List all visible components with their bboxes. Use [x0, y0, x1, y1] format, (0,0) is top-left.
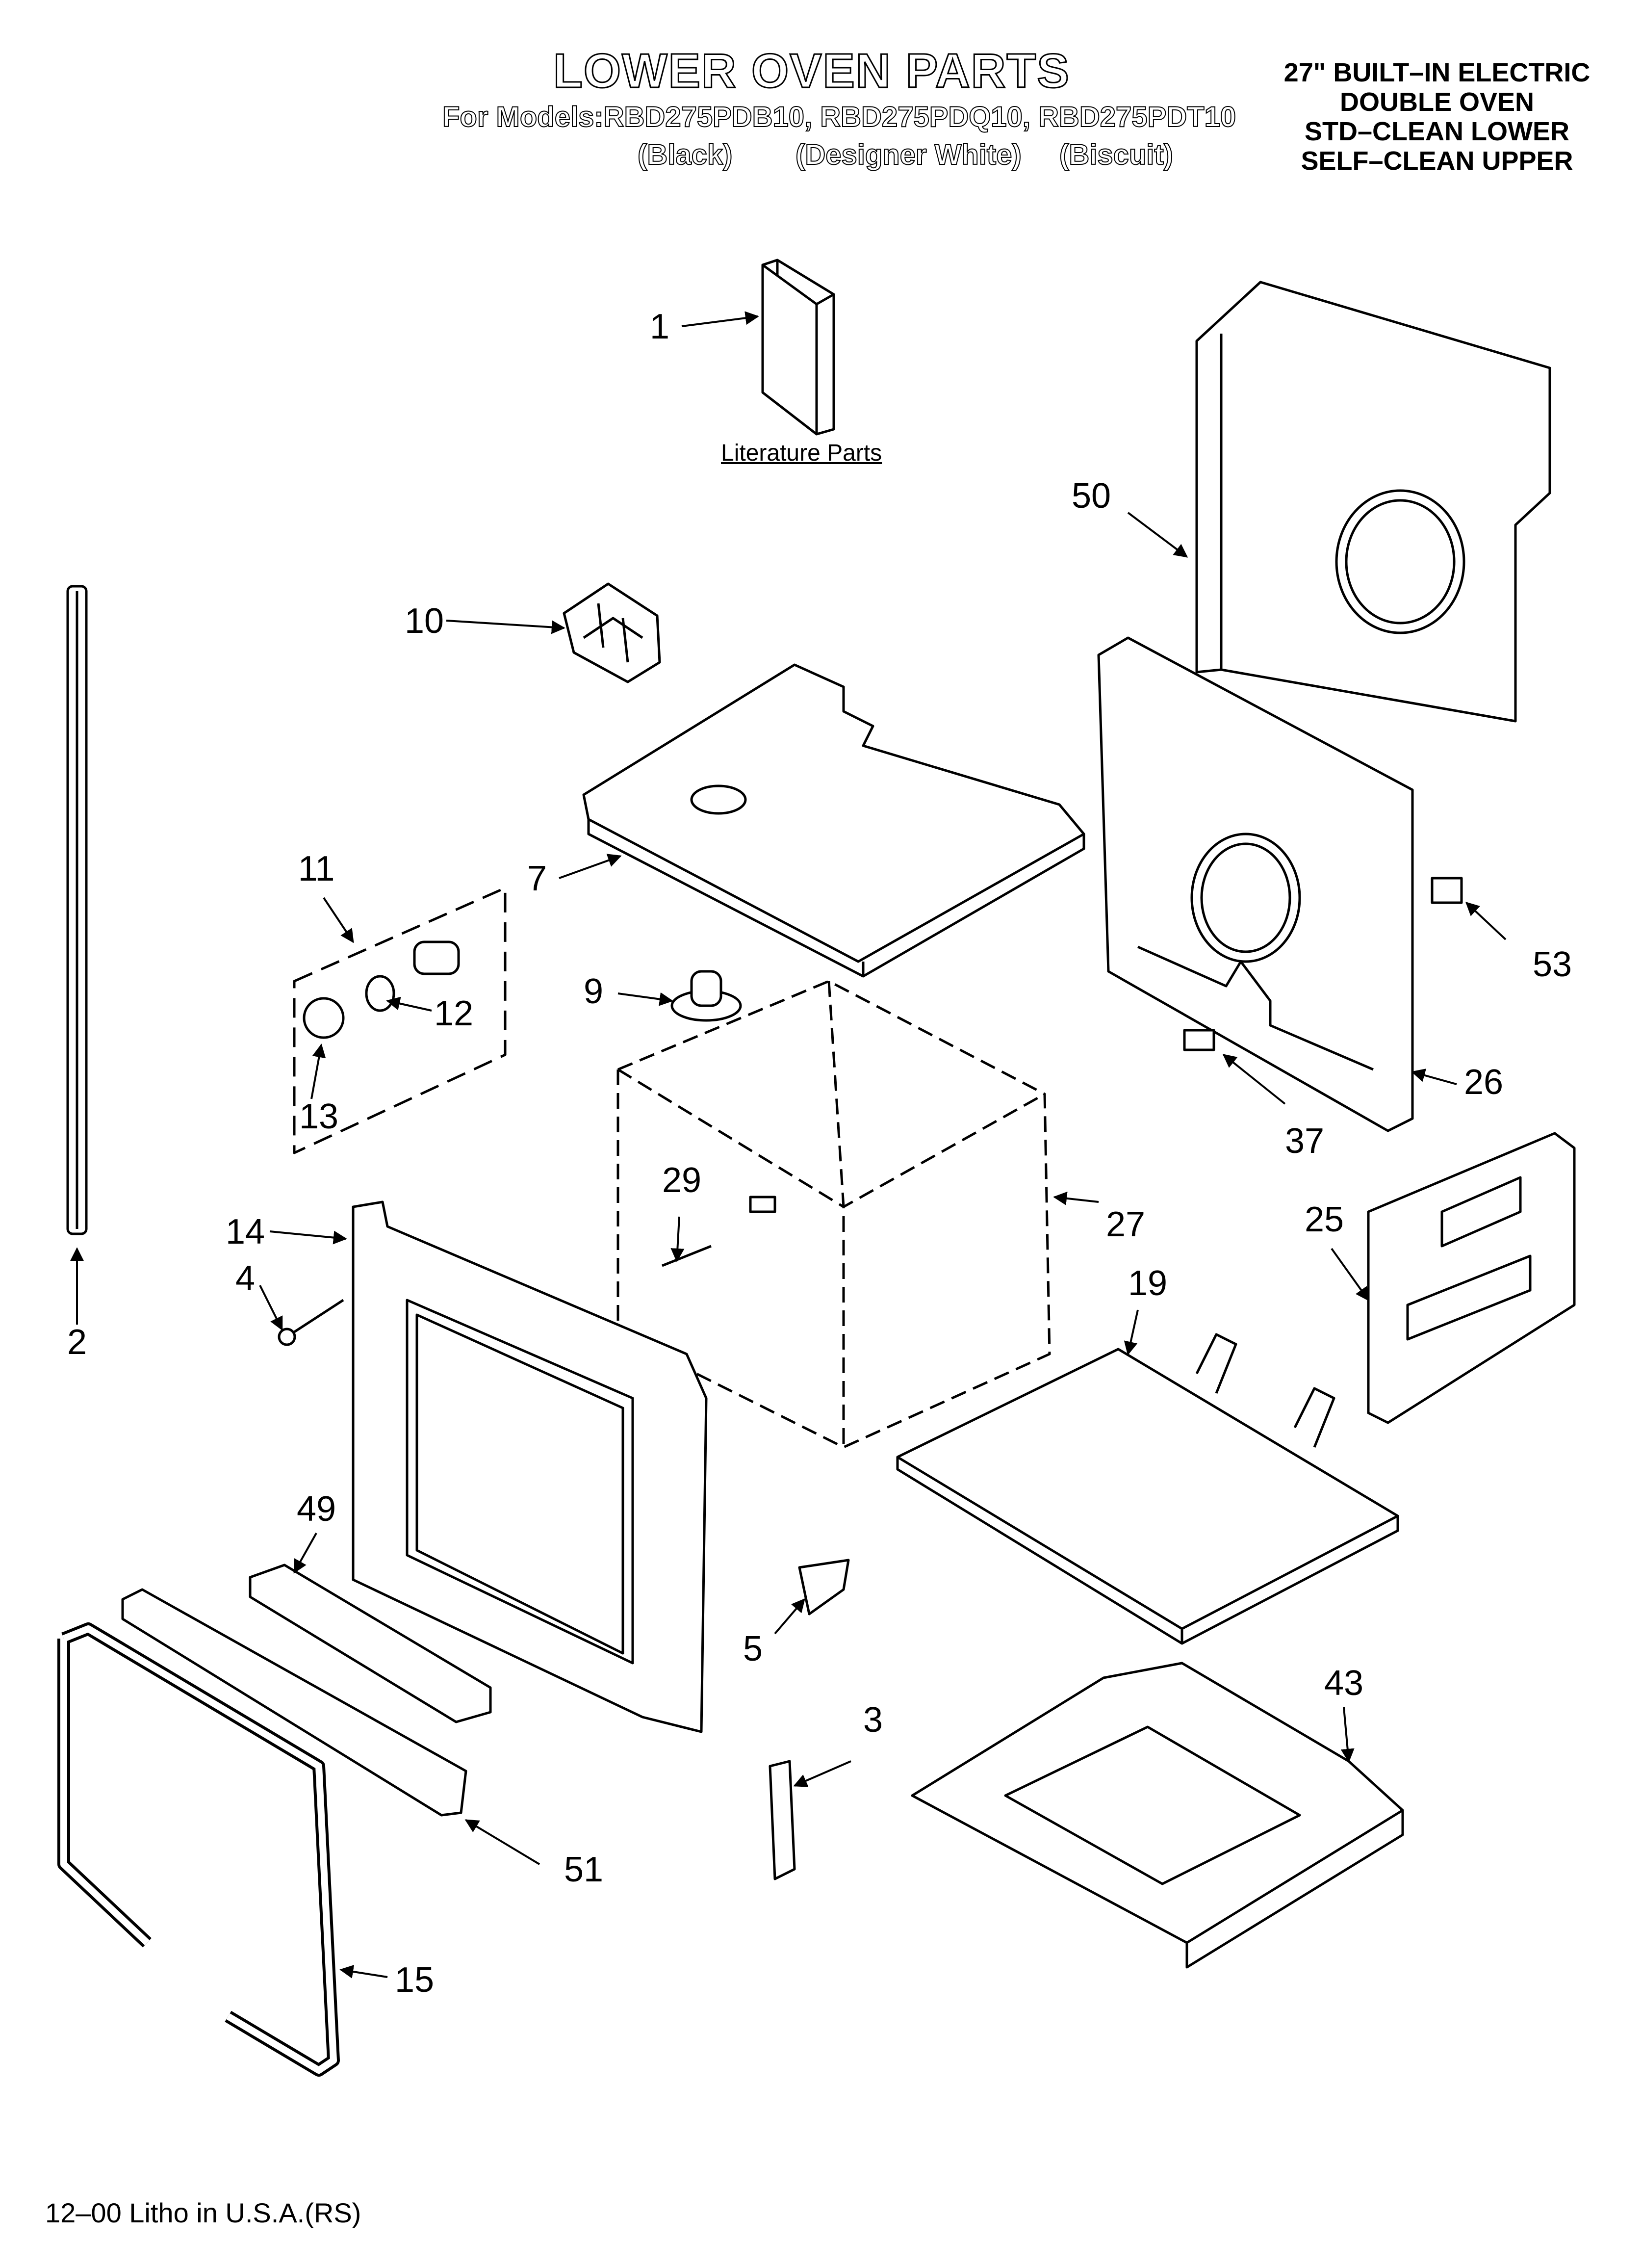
- callout-9: 9: [584, 972, 603, 1011]
- callout-5: 5: [743, 1629, 763, 1668]
- callout-50: 50: [1072, 476, 1111, 516]
- callout-10: 10: [405, 601, 444, 641]
- part-2-side-trim: [66, 585, 88, 1235]
- callout-51: 51: [564, 1850, 603, 1889]
- part-3-bracket: [769, 1760, 796, 1880]
- variant-designer-white: (Designer White): [795, 138, 1022, 171]
- callout-37: 37: [1285, 1121, 1324, 1161]
- callout-53: 53: [1533, 945, 1572, 984]
- part-49-vent: [249, 1564, 492, 1723]
- part-15-door-gasket: [57, 1622, 340, 2077]
- part-1-literature: [761, 259, 835, 436]
- callout-43: 43: [1324, 1664, 1363, 1703]
- callout-7: 7: [527, 859, 547, 898]
- part-53-clip: [1431, 877, 1463, 904]
- callout-1: 1: [650, 307, 669, 346]
- callout-3: 3: [863, 1700, 883, 1740]
- part-11-light-assembly: [293, 886, 507, 1154]
- part-10-bracket: [563, 582, 661, 683]
- callout-labels: 1 2 3 4 5 7 9 10 11 12 13 14 15 19 25 26…: [67, 307, 1572, 2000]
- leader-lines: [70, 311, 1507, 1979]
- part-51-vent-grille: [121, 1588, 467, 1817]
- part-26-oven-back: [1097, 636, 1414, 1132]
- part-9-broil-element: [670, 970, 742, 1022]
- callout-4: 4: [235, 1259, 255, 1298]
- product-tag: 27" BUILT–IN ELECTRIC DOUBLE OVEN STD–CL…: [1265, 58, 1609, 176]
- part-14-front-frame: [352, 1200, 708, 1733]
- variant-black: (Black): [637, 138, 733, 171]
- callout-25: 25: [1305, 1200, 1344, 1239]
- callout-19: 19: [1128, 1264, 1167, 1303]
- part-29-sensor: [662, 1196, 776, 1267]
- callout-2: 2: [67, 1323, 87, 1362]
- callout-14: 14: [226, 1212, 265, 1251]
- models-line: For Models:RBD275PDB10, RBD275PDQ10, RBD…: [442, 101, 1236, 133]
- part-25-side-panel: [1367, 1132, 1576, 1424]
- tag-line-1: 27" BUILT–IN ELECTRIC: [1283, 58, 1591, 87]
- page-title: LOWER OVEN PARTS: [553, 43, 1070, 99]
- callout-49: 49: [297, 1489, 336, 1529]
- callout-27: 27: [1106, 1205, 1145, 1244]
- literature-parts-label: Literature Parts: [721, 440, 882, 466]
- part-50-back-panel: [1195, 281, 1551, 723]
- tag-line-4: SELF–CLEAN UPPER: [1301, 146, 1573, 176]
- callout-15: 15: [395, 1960, 434, 2000]
- part-19-oven-bottom: [896, 1333, 1399, 1645]
- part-4-screw: [278, 1299, 344, 1346]
- part-37-clip: [1183, 1029, 1215, 1051]
- callout-29: 29: [662, 1161, 701, 1200]
- variant-biscuit: (Biscuit): [1059, 138, 1174, 171]
- callout-11: 11: [298, 849, 335, 888]
- part-7-top-panel: [582, 663, 1085, 978]
- part-5-bracket: [798, 1559, 850, 1616]
- part-43-bottom-tray: [911, 1662, 1404, 1969]
- footer-litho: 12–00 Litho in U.S.A.(RS): [45, 2197, 361, 2228]
- callout-12: 12: [434, 994, 473, 1033]
- callout-13: 13: [299, 1097, 338, 1136]
- callout-26: 26: [1464, 1063, 1503, 1102]
- tag-line-2: DOUBLE OVEN: [1339, 87, 1535, 117]
- tag-line-3: STD–CLEAN LOWER: [1305, 117, 1569, 146]
